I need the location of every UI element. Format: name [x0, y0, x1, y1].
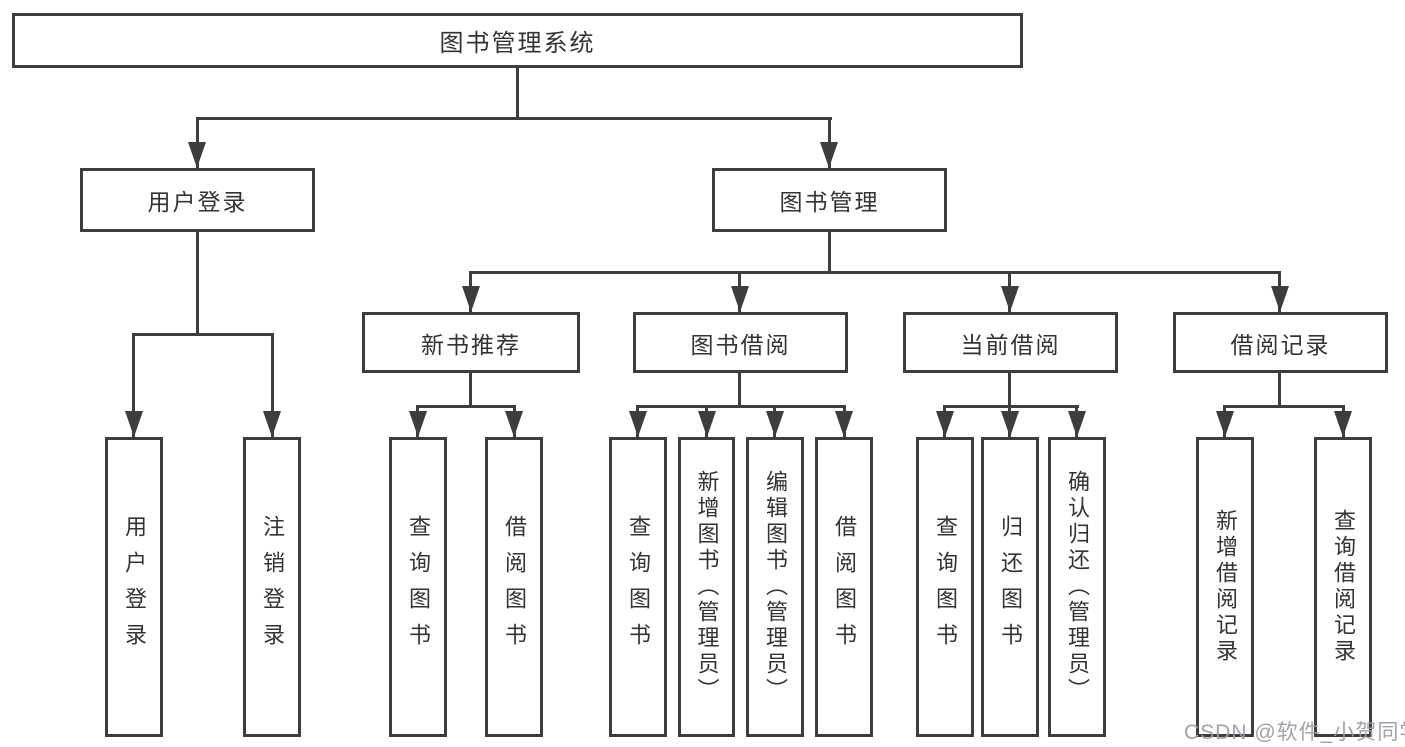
- leaf-label: 查询借阅记录: [1331, 509, 1356, 665]
- arrowhead-icon: [766, 411, 784, 437]
- leaf-label: 新增图书（管理员）: [694, 470, 720, 704]
- leaf-user-login: 用户登录: [105, 437, 163, 737]
- arrowhead-icon: [263, 411, 281, 437]
- arrowhead-icon: [505, 411, 523, 437]
- arrowhead-icon: [698, 411, 716, 437]
- leaf-add-borrow-record: 新增借阅记录: [1196, 437, 1254, 737]
- leaf-label: 借阅图书: [502, 515, 527, 659]
- leaf-label: 用户登录: [122, 515, 147, 659]
- leaf-label: 查询图书: [626, 515, 651, 659]
- arrowhead-icon: [835, 411, 853, 437]
- leaf-label: 查询图书: [933, 515, 958, 659]
- arrowhead-icon: [188, 142, 206, 168]
- arrowhead-icon: [1001, 411, 1019, 437]
- arrowhead-icon: [629, 411, 647, 437]
- leaf-edit-book-admin: 编辑图书（管理员）: [746, 437, 804, 737]
- leaf-return-book: 归还图书: [981, 437, 1039, 737]
- node-label: 图书管理系统: [439, 30, 596, 57]
- node-new-book-recommendation: 新书推荐: [362, 312, 580, 373]
- connector-line: [1278, 373, 1281, 407]
- node-book-management: 图书管理: [712, 168, 947, 232]
- leaf-logout: 注销登录: [243, 437, 301, 737]
- connector-line: [1008, 373, 1011, 407]
- leaf-label: 确认归还（管理员）: [1065, 470, 1090, 704]
- csdn-watermark: CSDN @软件_小贺同学: [1184, 721, 1405, 744]
- node-label: 借阅记录: [1230, 331, 1331, 358]
- leaf-query-books-current: 查询图书: [916, 437, 974, 737]
- node-label: 当前借阅: [960, 331, 1061, 358]
- connector-line: [196, 232, 199, 335]
- arrowhead-icon: [1068, 411, 1086, 437]
- connector-line: [416, 405, 516, 408]
- arrowhead-icon: [409, 411, 427, 437]
- arrowhead-icon: [1271, 286, 1289, 312]
- node-user-login: 用户登录: [80, 168, 315, 232]
- arrowhead-icon: [820, 142, 838, 168]
- node-book-borrowing: 图书借阅: [633, 312, 848, 373]
- leaf-query-books-borrowing: 查询图书: [609, 437, 667, 737]
- arrowhead-icon: [125, 411, 143, 437]
- node-label: 图书借阅: [690, 331, 791, 358]
- leaf-borrow-books-borrowing: 借阅图书: [815, 437, 873, 737]
- connector-line: [196, 117, 832, 120]
- connector-line: [1223, 405, 1345, 408]
- arrowhead-icon: [1334, 411, 1352, 437]
- connector-line: [469, 373, 472, 407]
- node-label: 图书管理: [779, 189, 880, 215]
- connector-line: [828, 232, 831, 273]
- connector-line: [636, 405, 846, 408]
- connector-line: [943, 405, 1079, 408]
- leaf-borrow-books-recommend: 借阅图书: [485, 437, 543, 737]
- node-current-borrowing: 当前借阅: [903, 312, 1118, 373]
- leaf-label: 归还图书: [998, 515, 1023, 659]
- node-label: 新书推荐: [421, 331, 521, 358]
- arrowhead-icon: [936, 411, 954, 437]
- node-label: 用户登录: [147, 189, 248, 215]
- leaf-label: 新增借阅记录: [1213, 509, 1238, 665]
- leaf-label: 注销登录: [260, 515, 285, 659]
- leaf-label: 借阅图书: [832, 515, 857, 659]
- leaf-query-books-recommend: 查询图书: [389, 437, 447, 737]
- leaf-confirm-return-admin: 确认归还（管理员）: [1048, 437, 1106, 737]
- arrowhead-icon: [462, 286, 480, 312]
- arrowhead-icon: [731, 286, 749, 312]
- connector-line: [516, 68, 519, 119]
- connector-line: [132, 333, 135, 437]
- leaf-label: 编辑图书（管理员）: [763, 470, 788, 704]
- node-borrowing-records: 借阅记录: [1173, 312, 1388, 373]
- leaf-add-book-admin: 新增图书（管理员）: [678, 437, 735, 737]
- connector-line: [271, 333, 274, 437]
- node-library-management-system: 图书管理系统: [12, 13, 1023, 68]
- leaf-label: 查询图书: [406, 515, 431, 659]
- arrowhead-icon: [1216, 411, 1234, 437]
- arrowhead-icon: [1001, 286, 1019, 312]
- connector-line: [132, 333, 274, 336]
- connector-line: [738, 373, 741, 407]
- leaf-query-borrow-record: 查询借阅记录: [1314, 437, 1372, 737]
- connector-line: [469, 271, 1281, 274]
